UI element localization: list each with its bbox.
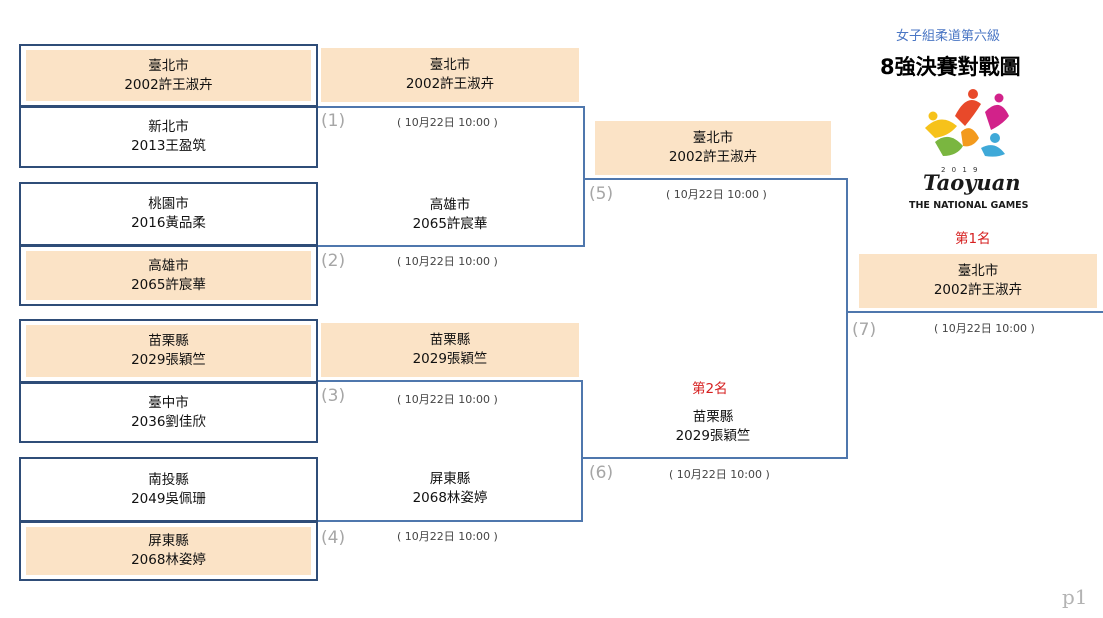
bracket-line (318, 245, 585, 247)
match-date: ( 10月22日 10:00 ) (666, 188, 767, 201)
round2-entry-1: 臺北市 2002許王淑卉 (321, 48, 579, 102)
match-number: (6) (589, 463, 614, 483)
round1-entry-6: 臺中市 2036劉佳欣 (19, 382, 318, 443)
bracket-line (585, 178, 848, 180)
entry-player: 2029張穎竺 (412, 351, 488, 367)
logo-wordmark: Taoyuan (923, 170, 1021, 195)
winner-highlight (26, 527, 311, 575)
round1-entry-3: 桃園市 2016黃品柔 (19, 182, 318, 246)
page-title: 8強決賽對戰圖 (880, 55, 1021, 79)
round1-entry-1: 臺北市 2002許王淑卉 (19, 44, 318, 107)
entry-player: 2013王盈筑 (131, 138, 206, 154)
match-date: ( 10月22日 10:00 ) (397, 255, 498, 268)
entry-city: 臺北市 (148, 57, 189, 74)
semi-entry-2: 苗栗縣 2029張穎竺 (595, 400, 831, 454)
entry-player: 2049吳佩珊 (131, 490, 206, 507)
second-place-label: 第2名 (692, 381, 728, 397)
match-date: ( 10月22日 10:00 ) (397, 393, 498, 406)
national-games-emblem-icon (925, 89, 1009, 157)
entry-player: 2068林姿婷 (131, 552, 206, 568)
entry-city: 高雄市 (429, 197, 471, 213)
entry-city: 臺北市 (429, 57, 471, 73)
entry-player: 2029張穎竺 (131, 352, 206, 368)
bracket-line (318, 520, 583, 522)
round2-entry-4: 屏東縣 2068林姿婷 (321, 462, 579, 516)
round1-entry-4: 高雄市 2065許宸華 (19, 245, 318, 306)
winner-highlight (26, 251, 311, 300)
match-number: (5) (589, 184, 614, 204)
round1-entry-8: 屏東縣 2068林姿婷 (19, 521, 318, 581)
bracket-line (583, 457, 848, 459)
entry-city: 臺北市 (957, 263, 999, 279)
final-winner-entry: 臺北市 2002許王淑卉 (859, 254, 1097, 308)
winner-highlight (26, 325, 311, 377)
entry-city: 苗栗縣 (429, 332, 471, 348)
bracket-line (318, 106, 585, 108)
match-number: (3) (321, 386, 346, 406)
entry-player: 2002許王淑卉 (668, 149, 758, 165)
match-number: (4) (321, 528, 346, 548)
match-number: (2) (321, 251, 346, 271)
winner-highlight (26, 50, 311, 101)
entry-city: 南投縣 (148, 471, 189, 488)
event-subtitle: 女子組柔道第六級 (896, 29, 1001, 44)
entry-player: 2065許宸華 (131, 276, 206, 293)
entry-player: 2002許王淑卉 (933, 282, 1023, 298)
bracket-line (583, 106, 585, 247)
entry-city: 臺北市 (692, 130, 734, 146)
round1-entry-2: 新北市 2013王盈筑 (19, 106, 318, 168)
bracket-line (581, 380, 583, 521)
entry-player: 2002許王淑卉 (405, 76, 495, 92)
logo-year: 2 0 1 9 (941, 166, 980, 174)
match-date: ( 10月22日 10:00 ) (397, 116, 498, 129)
entry-city: 苗栗縣 (148, 333, 189, 349)
match-number: (1) (321, 111, 346, 131)
entry-city: 桃園市 (148, 196, 189, 212)
round1-entry-5: 苗栗縣 2029張穎竺 (19, 319, 318, 383)
semi-entry-1: 臺北市 2002許王淑卉 (595, 121, 831, 175)
entry-player: 2068林姿婷 (412, 490, 488, 506)
round2-entry-3: 苗栗縣 2029張穎竺 (321, 323, 579, 377)
entry-player: 2065許宸華 (412, 216, 488, 232)
entry-city: 屏東縣 (429, 471, 471, 487)
round1-entry-7: 南投縣 2049吳佩珊 (19, 457, 318, 522)
entry-city: 臺中市 (148, 394, 189, 411)
match-date: ( 10月22日 10:00 ) (934, 322, 1035, 335)
taoyuan-logo: 2 0 1 9 Taoyuan THE NATIONAL GAMES (905, 86, 1033, 214)
entry-city: 高雄市 (148, 257, 189, 274)
match-date: ( 10月22日 10:00 ) (669, 468, 770, 481)
match-number: (7) (852, 320, 877, 340)
logo-tagline: THE NATIONAL GAMES (909, 200, 1029, 211)
entry-city: 苗栗縣 (692, 409, 734, 425)
entry-player: 2002許王淑卉 (124, 76, 213, 93)
round2-entry-2: 高雄市 2065許宸華 (321, 188, 579, 242)
entry-player: 2029張穎竺 (675, 428, 751, 444)
entry-city: 屏東縣 (148, 533, 189, 549)
match-date: ( 10月22日 10:00 ) (397, 530, 498, 543)
entry-city: 新北市 (148, 119, 189, 135)
page-number: p1 (1062, 585, 1088, 609)
bracket-line (846, 178, 848, 459)
first-place-label: 第1名 (955, 231, 991, 247)
entry-player: 2016黃品柔 (131, 215, 206, 231)
bracket-line (318, 380, 582, 382)
entry-player: 2036劉佳欣 (131, 413, 206, 430)
bracket-line (848, 311, 1103, 313)
